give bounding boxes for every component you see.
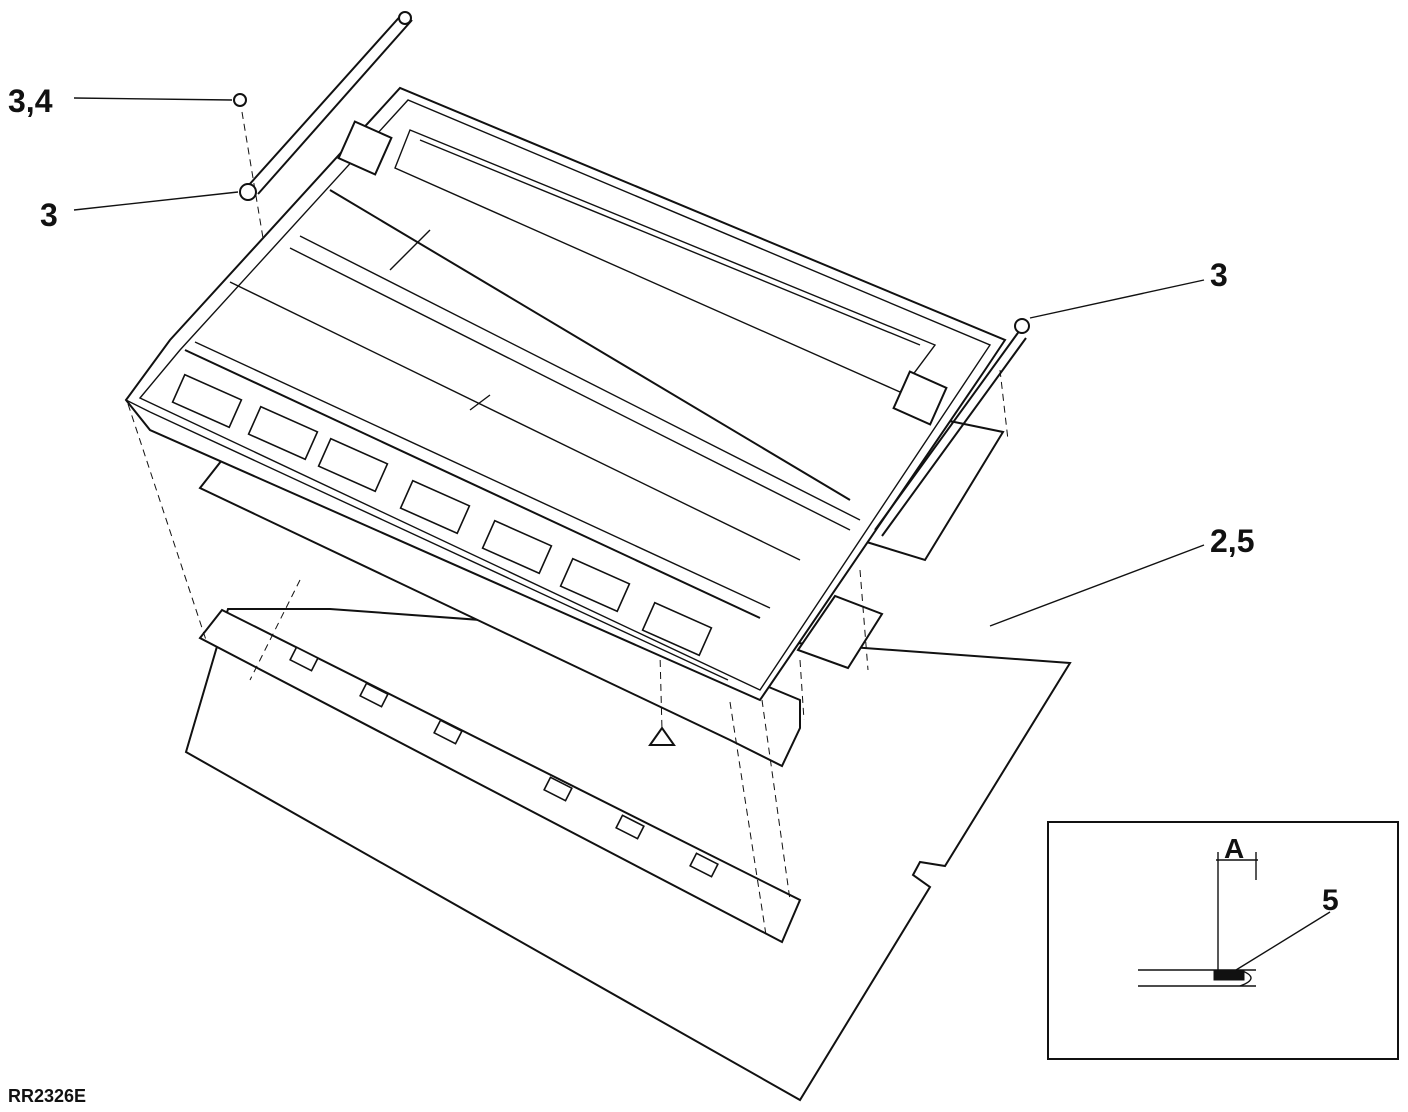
nut (648, 726, 676, 746)
callout-5: 5 (1322, 884, 1339, 917)
callout-3-right: 3 (1210, 257, 1228, 293)
front-plate (198, 608, 802, 944)
left-rod (239, 11, 413, 201)
pin (233, 93, 247, 107)
leader-lines (73, 97, 1205, 627)
projection-lines (127, 111, 1009, 936)
right-rod (874, 318, 1030, 537)
main-frame (124, 86, 1007, 702)
detail-inset: A 5 (1047, 821, 1399, 1060)
callout-2-5: 2,5 (1210, 523, 1254, 559)
reference-code: RR2326E (8, 1086, 86, 1106)
dimension-label-a: A (1224, 833, 1244, 864)
callout-3-4: 3,4 (8, 83, 53, 119)
callout-3-left: 3 (40, 197, 58, 233)
right-lower-plate (796, 594, 884, 670)
